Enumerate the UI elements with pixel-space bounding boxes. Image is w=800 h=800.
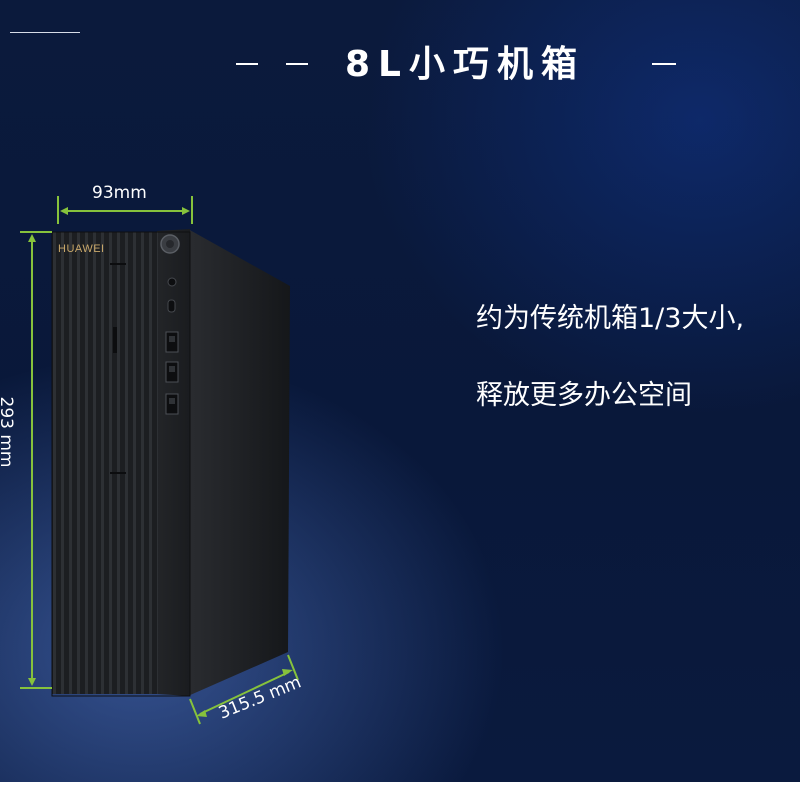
usb-c-port-icon xyxy=(167,299,176,313)
case-side-panel xyxy=(188,229,290,696)
description-line-1: 约为传统机箱1/3大小, xyxy=(476,303,745,334)
width-dimension xyxy=(57,196,193,224)
case-front-ribbed-face xyxy=(52,232,158,694)
page-title: 8L小巧机箱 xyxy=(345,44,585,85)
depth-dimension xyxy=(189,654,299,725)
brand-logo-text: HUAWEI xyxy=(58,243,105,255)
front-slot-bottom xyxy=(110,472,126,474)
description-line-2: 释放更多办公空间 xyxy=(476,380,692,411)
title-dash-left-outer xyxy=(236,63,258,65)
case-front-io-column xyxy=(157,229,190,696)
width-label: 93mm xyxy=(92,183,147,203)
top-divider xyxy=(10,32,80,33)
front-slot-mid xyxy=(113,327,117,353)
height-label: 293 mm xyxy=(0,396,16,468)
height-dimension xyxy=(20,231,52,689)
front-slot-top xyxy=(110,263,126,265)
title-dash-left-inner xyxy=(286,63,308,65)
audio-jack-icon xyxy=(167,277,177,287)
title-dash-right xyxy=(652,63,676,65)
bottom-band xyxy=(0,782,800,800)
